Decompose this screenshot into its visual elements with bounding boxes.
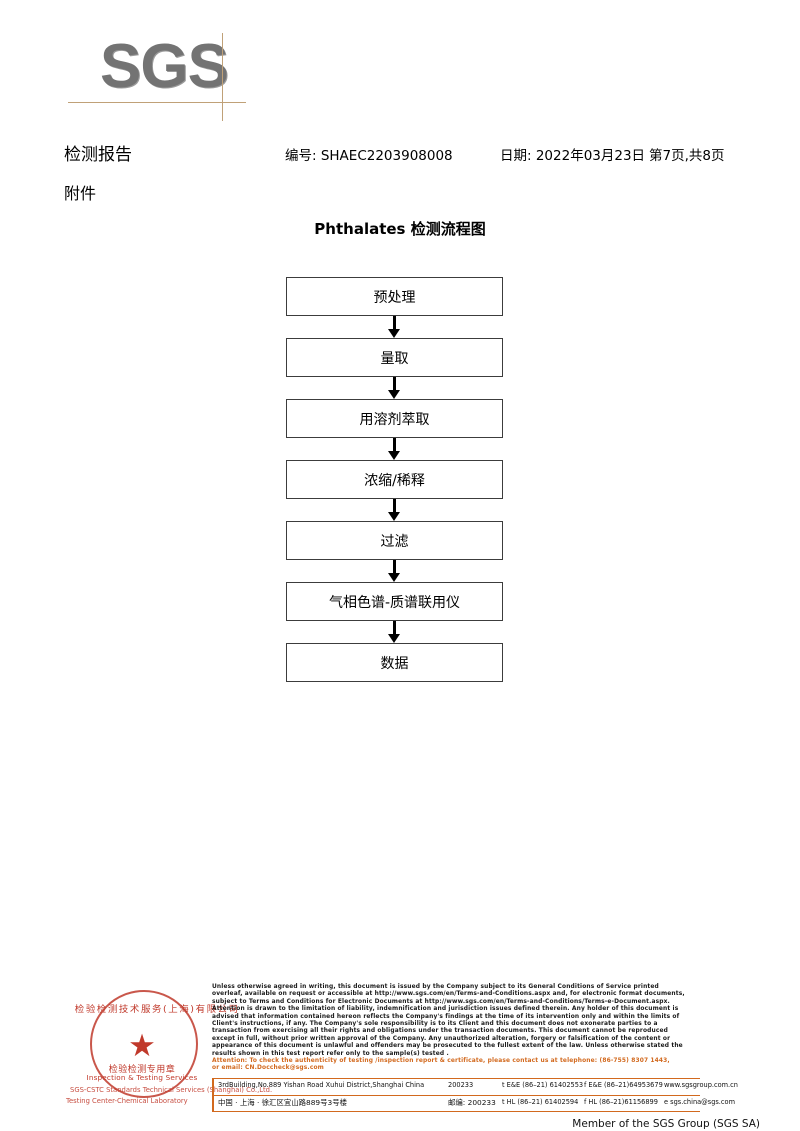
logo-horizontal-rule <box>68 102 246 103</box>
sgs-group-member-note: Member of the SGS Group (SGS SA) <box>572 1118 760 1130</box>
flow-arrow-5 <box>286 560 503 582</box>
flow-step-pretreatment: 预处理 <box>286 277 503 316</box>
table-top-border <box>212 1078 700 1079</box>
process-flowchart: 预处理 量取 用溶剂萃取 浓缩/稀释 过滤 气相色谱-质谱联用仪 数据 <box>286 277 503 682</box>
legal-line: Client's instructions, if any. The Compa… <box>212 1021 658 1028</box>
logo-vertical-rule <box>222 33 223 121</box>
email-link[interactable]: e sgs.china@sgs.com <box>664 1098 735 1106</box>
legal-line: advised that information contained hereo… <box>212 1013 680 1020</box>
report-number: 编号: SHAEC2203908008 <box>285 148 453 164</box>
postcode-cn: 邮编: 200233 <box>448 1098 496 1107</box>
legal-line: except in full, without prior written ap… <box>212 1035 671 1042</box>
flow-arrow-4 <box>286 499 503 521</box>
flowchart-title: Phthalates 检测流程图 <box>314 220 486 238</box>
telephone-ee: t E&E (86–21) 61402553 <box>502 1081 584 1089</box>
legal-line: transaction from exercising all their ri… <box>212 1028 669 1035</box>
flow-step-measure: 量取 <box>286 338 503 377</box>
table-left-accent-bar <box>212 1078 214 1112</box>
legal-disclaimer: Unless otherwise agreed in writing, this… <box>212 984 700 1073</box>
postcode-en: 200233 <box>448 1081 474 1089</box>
seal-company-line-2: Testing Center-Chemical Laboratory <box>66 1097 188 1105</box>
sgs-logo: SGS <box>68 32 260 121</box>
flow-step-solvent-extraction: 用溶剂萃取 <box>286 399 503 438</box>
legal-line: subject to Terms and Conditions for Elec… <box>212 998 670 1005</box>
logo-wordmark: SGS <box>100 32 229 101</box>
legal-line: appearance of this document is unlawful … <box>212 1043 683 1050</box>
seal-english-label: Inspection & Testing Services <box>86 1073 198 1082</box>
page-title: 检测报告 <box>64 145 132 165</box>
table-row: 中国 · 上海 · 徐汇区宜山路889号3号楼 邮编: 200233 t HL … <box>212 1095 735 1112</box>
contact-address-table: 3rdBuilding,No.889 Yishan Road Xuhui Dis… <box>212 1078 738 1112</box>
legal-line: results shown in this test report refer … <box>212 1050 449 1057</box>
fax-hl: f HL (86–21)61156899 <box>584 1098 658 1106</box>
attention-line: Attention: To check the authenticity of … <box>212 1058 670 1065</box>
address-en: 3rdBuilding,No.889 Yishan Road Xuhui Dis… <box>218 1081 425 1089</box>
telephone-hl: t HL (86–21) 61402594 <box>502 1098 579 1106</box>
seal-chinese-label: 检验检测专用章 <box>108 1065 176 1075</box>
seal-arc-text: 检验检测技术服务(上海)有限公司 <box>74 1005 240 1015</box>
website-link[interactable]: www.sgsgroup.com.cn <box>664 1081 738 1089</box>
table-middle-border <box>212 1095 700 1096</box>
table-bottom-border <box>212 1111 700 1112</box>
flow-arrow-6 <box>286 621 503 643</box>
flow-step-gcms: 气相色谱-质谱联用仪 <box>286 582 503 621</box>
legal-line: overleaf, available on request or access… <box>212 991 685 998</box>
table-row: 3rdBuilding,No.889 Yishan Road Xuhui Dis… <box>212 1078 738 1095</box>
seal-ring <box>90 990 198 1098</box>
page-indicator: 第7页,共8页 <box>649 148 725 164</box>
attachment-label: 附件 <box>64 184 97 203</box>
seal-company-line-1: SGS-CSTC Standards Technical Services (S… <box>70 1086 273 1094</box>
flow-arrow-1 <box>286 316 503 338</box>
address-cn: 中国 · 上海 · 徐汇区宜山路889号3号楼 <box>218 1098 347 1107</box>
flow-arrow-3 <box>286 438 503 460</box>
fax-ee: f E&E (86–21)64953679 <box>584 1081 663 1089</box>
flow-step-filtration: 过滤 <box>286 521 503 560</box>
legal-line: Attention is drawn to the limitation of … <box>212 1006 679 1013</box>
legal-line: Unless otherwise agreed in writing, this… <box>212 984 659 990</box>
report-header: 检测报告 编号: SHAEC2203908008 日期: 2022年03月23日… <box>0 140 800 166</box>
company-seal-stamp: 检验检测技术服务(上海)有限公司 ★ 检验检测专用章 Inspection & … <box>66 986 272 1114</box>
star-icon: ★ <box>128 1028 156 1063</box>
attention-email-line: or email: CN.Doccheck@sgs.com <box>212 1065 324 1072</box>
flow-step-data: 数据 <box>286 643 503 682</box>
flow-step-concentrate-dilute: 浓缩/稀释 <box>286 460 503 499</box>
flow-arrow-2 <box>286 377 503 399</box>
report-footer: 检验检测技术服务(上海)有限公司 ★ 检验检测专用章 Inspection & … <box>0 978 800 1131</box>
report-date: 日期: 2022年03月23日 <box>500 148 646 164</box>
